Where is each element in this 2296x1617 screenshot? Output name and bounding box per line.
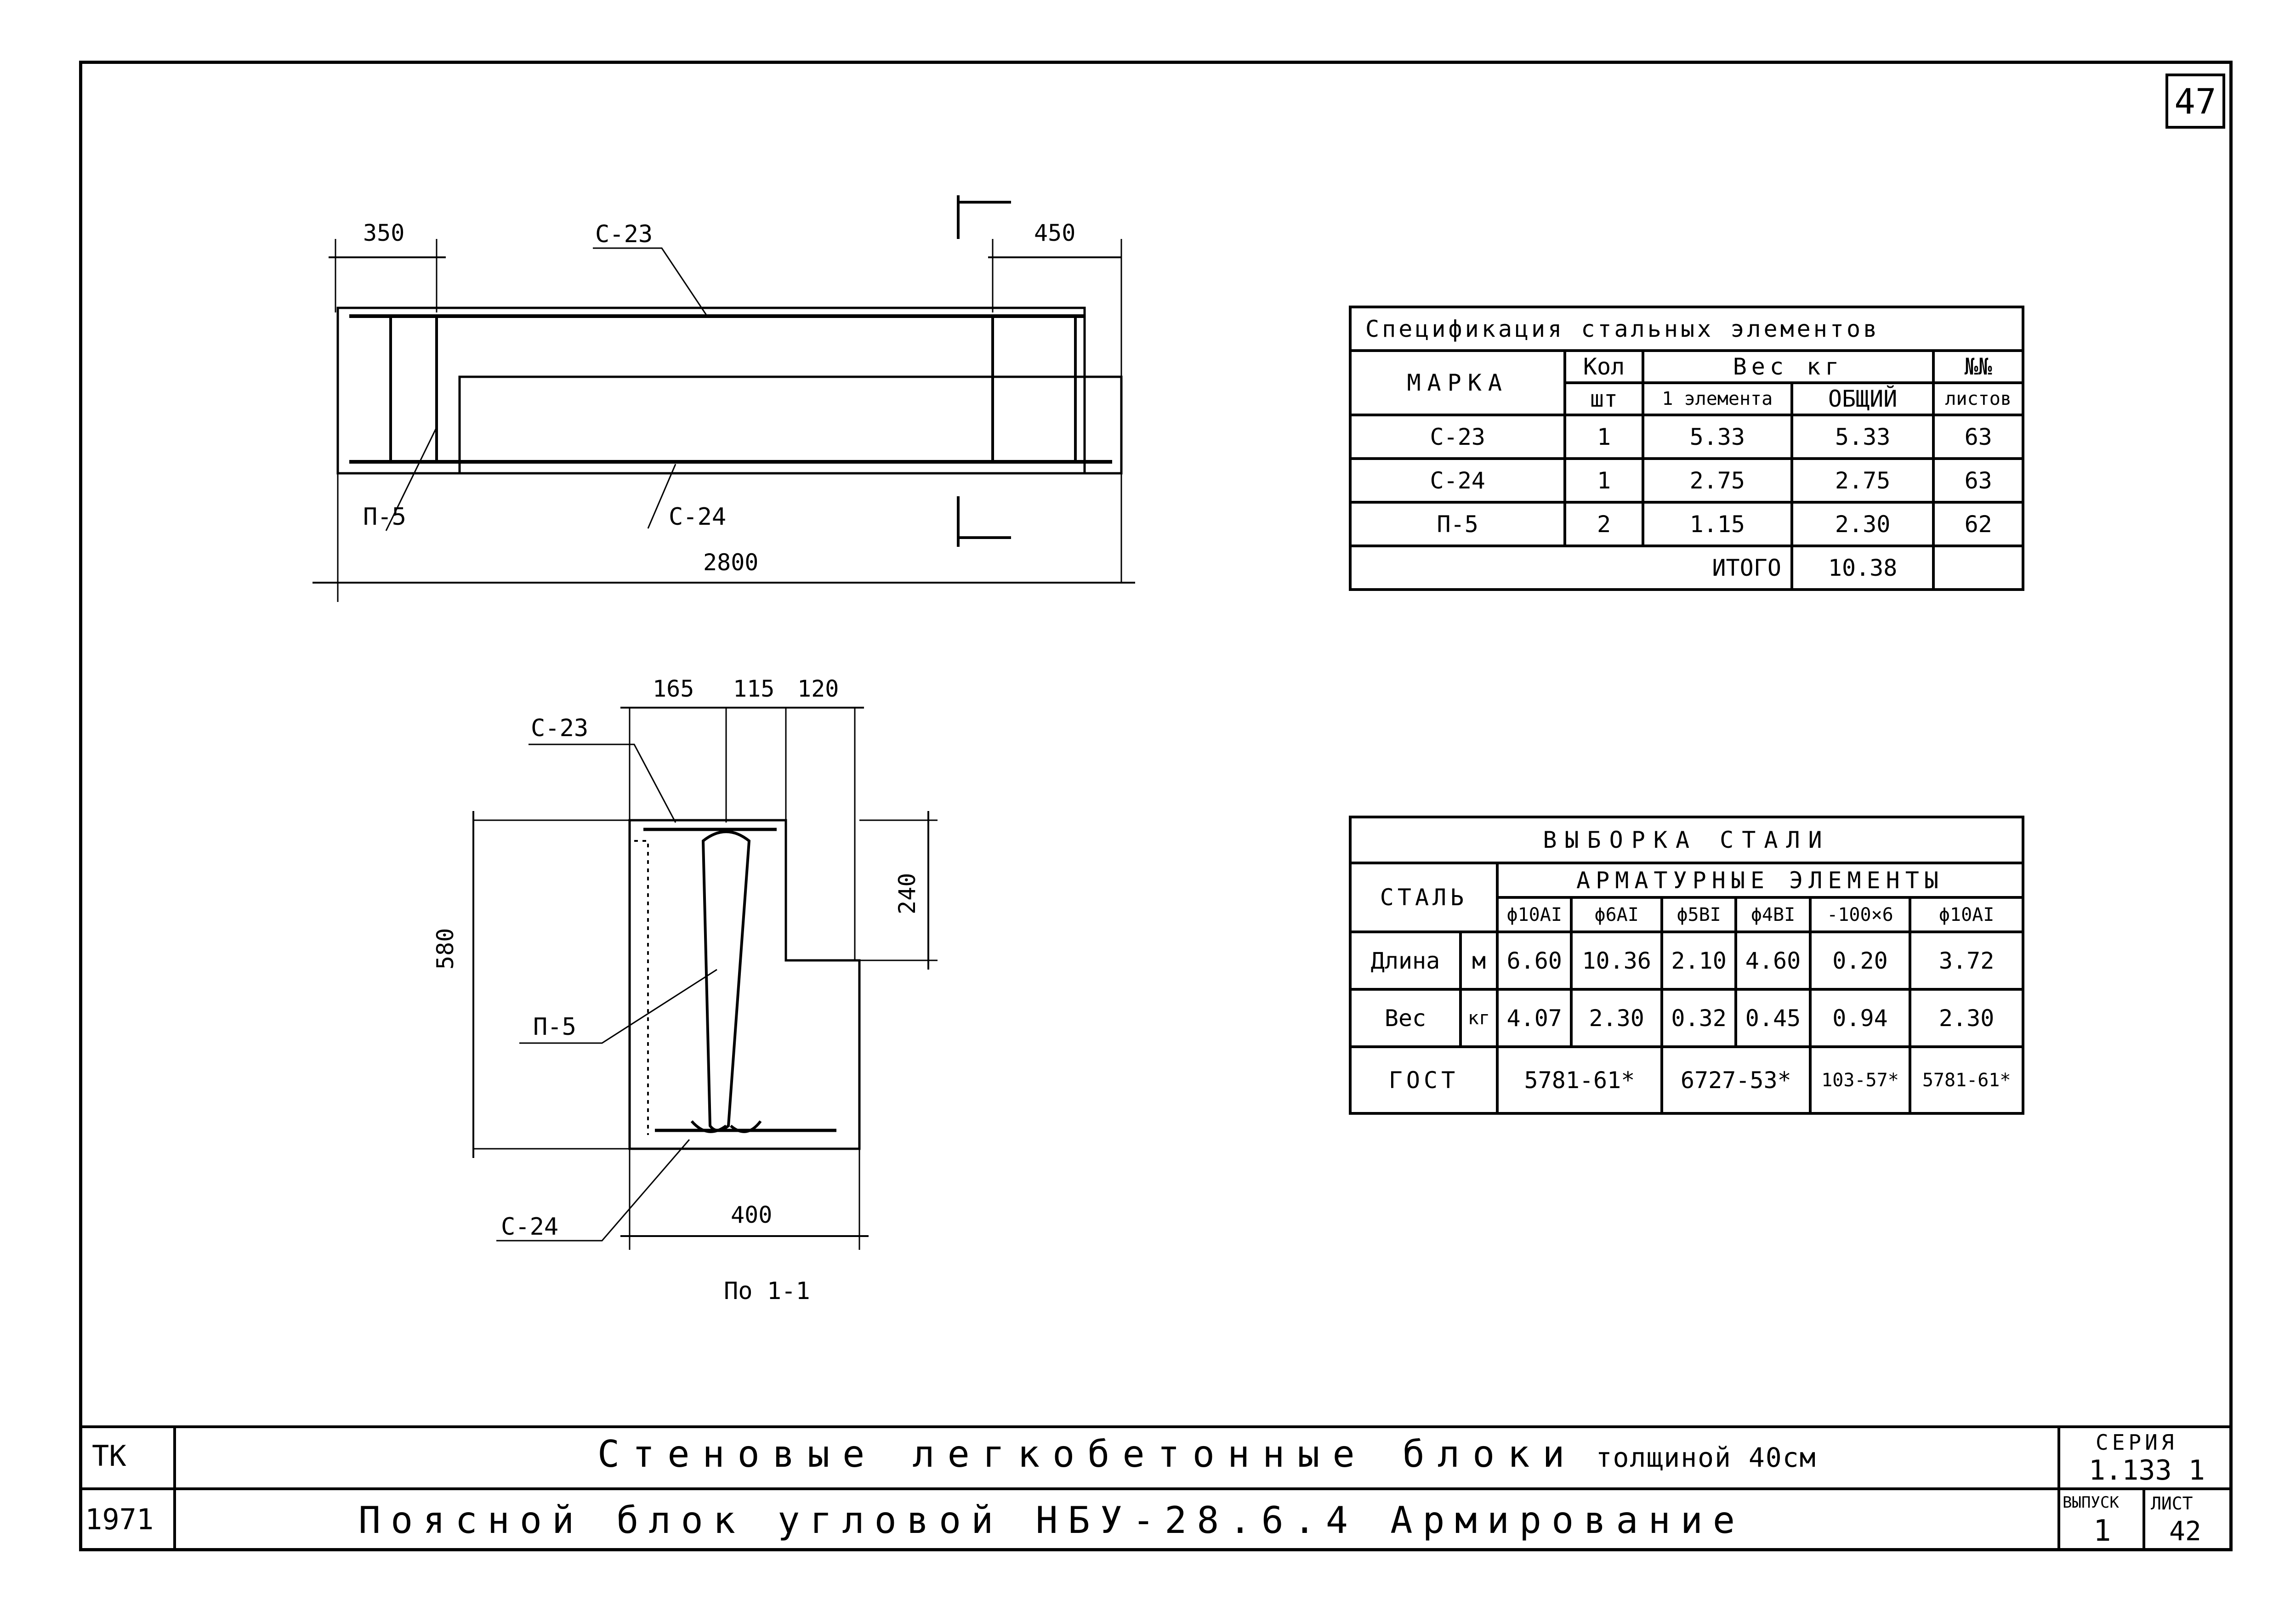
cell: С-23 xyxy=(1348,414,1567,460)
cell: 103-57* xyxy=(1808,1045,1912,1115)
table-row: С-24 1 2.75 2.75 63 xyxy=(1348,457,2024,504)
label-top-mesh: С-23 xyxy=(595,221,653,248)
cell: 6727-53* xyxy=(1660,1045,1812,1115)
col-header: ϕ5ВI xyxy=(1660,896,1738,933)
cell: 63 xyxy=(1932,457,2024,504)
series-label: СЕРИЯ xyxy=(2096,1430,2178,1455)
label-bottom-mesh: С-24 xyxy=(669,503,727,531)
steel-label: СТАЛЬ xyxy=(1349,862,1499,933)
dim-115: 115 xyxy=(733,675,775,702)
dim-right: 450 xyxy=(1034,220,1076,246)
cell: 10.36 xyxy=(1570,930,1663,991)
steel-group: АРМАТУРНЫЕ ЭЛЕМЕНТЫ xyxy=(1496,862,2024,899)
cell: 5.33 xyxy=(1641,414,1793,460)
dim-left: 350 xyxy=(363,220,405,246)
cell: 1.15 xyxy=(1641,501,1793,547)
cell: 0.32 xyxy=(1660,988,1738,1048)
spec-h-sheets2: листов xyxy=(1932,381,2024,416)
cell: 0.94 xyxy=(1808,988,1912,1048)
cell: 2.30 xyxy=(1790,501,1935,547)
row-label: Длина xyxy=(1349,930,1462,991)
cell: 2 xyxy=(1563,501,1644,547)
table-row-total: ИТОГО 10.38 xyxy=(1349,545,2024,591)
cell: 0.45 xyxy=(1734,988,1812,1048)
col-header: ϕ6АI xyxy=(1570,896,1663,933)
spec-h-qty-unit: шт xyxy=(1563,381,1644,416)
table-row: Длина м 6.60 10.36 2.10 4.60 0.20 3.72 xyxy=(1349,930,2024,991)
sheet-label: ЛИСТ xyxy=(2151,1493,2193,1514)
dim-total: 2800 xyxy=(703,549,759,576)
cell: 2.75 xyxy=(1790,457,1935,504)
page-number: 47 xyxy=(2165,74,2225,129)
spec-h-weight-total: ОБЩИЙ xyxy=(1790,381,1935,416)
subtitle: Поясной блок угловой НБУ-28.6.4 Армирова… xyxy=(358,1499,1745,1542)
title-thickness: толщиной 40см xyxy=(1596,1442,1817,1473)
row-label: ГОСТ xyxy=(1349,1045,1499,1115)
table-row: П-5 2 1.15 2.30 62 xyxy=(1348,501,2024,547)
section-caption: По 1-1 xyxy=(724,1277,810,1305)
spec-title: Спецификация стальных элементов xyxy=(1349,306,2024,352)
spec-total-value: 10.38 xyxy=(1790,545,1935,591)
col-header: ϕ10АI xyxy=(1495,896,1573,933)
col-header: -100×6 xyxy=(1808,896,1912,933)
dim-width: 400 xyxy=(731,1202,773,1228)
cell: 1 xyxy=(1563,457,1644,504)
cell: 3.72 xyxy=(1909,930,2024,991)
cell: 62 xyxy=(1932,501,2024,547)
section-label-frame: П-5 xyxy=(533,1013,576,1041)
row-unit: м xyxy=(1459,930,1499,991)
title-main: Стеновые легкобетонные блоки xyxy=(597,1433,1578,1475)
row-label: Вес xyxy=(1349,988,1462,1048)
spec-total-label: ИТОГО xyxy=(1349,545,1793,591)
steel-title: ВЫБОРКА СТАЛИ xyxy=(1349,816,2024,864)
cell: 2.10 xyxy=(1660,930,1738,991)
col-header: ϕ10АI xyxy=(1909,896,2024,933)
cell: 63 xyxy=(1932,414,2024,460)
spec-table: Спецификация стальных элементов МАРКА Ко… xyxy=(1348,306,2024,591)
cell xyxy=(1932,545,2024,591)
issue-label: ВЫПУСК xyxy=(2063,1493,2119,1512)
spec-h-weight-one: 1 элемента xyxy=(1641,381,1793,416)
cell: 5.33 xyxy=(1790,414,1935,460)
issue-value: 1 xyxy=(2093,1514,2111,1548)
section-label-top-mesh: С-23 xyxy=(531,715,589,742)
org-code: ТК xyxy=(92,1439,126,1473)
cell: 2.75 xyxy=(1641,457,1793,504)
cell: 2.30 xyxy=(1570,988,1663,1048)
series-value: 1.133 1 xyxy=(2089,1454,2205,1487)
spec-h-qty: Кол xyxy=(1563,349,1644,384)
cell: 4.07 xyxy=(1495,988,1573,1048)
cell: 6.60 xyxy=(1495,930,1573,991)
cell: 4.60 xyxy=(1734,930,1812,991)
cell: С-24 xyxy=(1348,457,1567,504)
table-row: ГОСТ 5781-61* 6727-53* 103-57* 5781-61* xyxy=(1349,1045,2024,1115)
title-row: Стеновые легкобетонные блоки толщиной 40… xyxy=(597,1433,1817,1475)
row-unit: кг xyxy=(1459,988,1499,1048)
col-header: ϕ4ВI xyxy=(1734,896,1812,933)
year: 1971 xyxy=(85,1503,154,1536)
section-label-bottom-mesh: С-24 xyxy=(501,1213,559,1241)
sheet-value: 42 xyxy=(2169,1515,2201,1547)
dim-120: 120 xyxy=(797,675,839,702)
cell: 0.20 xyxy=(1808,930,1912,991)
cell: 5781-61* xyxy=(1496,1045,1663,1115)
cell: 5781-61* xyxy=(1909,1045,2024,1115)
cell: 2.30 xyxy=(1909,988,2024,1048)
drawing-frame xyxy=(79,61,2233,1551)
cell: 1 xyxy=(1563,414,1644,460)
table-row: Вес кг 4.07 2.30 0.32 0.45 0.94 2.30 xyxy=(1349,988,2024,1048)
cell: П-5 xyxy=(1348,501,1567,547)
spec-h-weight: Вес кг xyxy=(1641,349,1935,384)
label-frame: П-5 xyxy=(363,503,406,531)
table-row: С-23 1 5.33 5.33 63 xyxy=(1348,414,2024,460)
spec-h-mark: МАРКА xyxy=(1348,349,1567,416)
steel-table: ВЫБОРКА СТАЛИ СТАЛЬ АРМАТУРНЫЕ ЭЛЕМЕНТЫ … xyxy=(1349,816,2024,1115)
dim-165: 165 xyxy=(653,675,694,702)
spec-h-sheets: №№ xyxy=(1932,349,2024,384)
